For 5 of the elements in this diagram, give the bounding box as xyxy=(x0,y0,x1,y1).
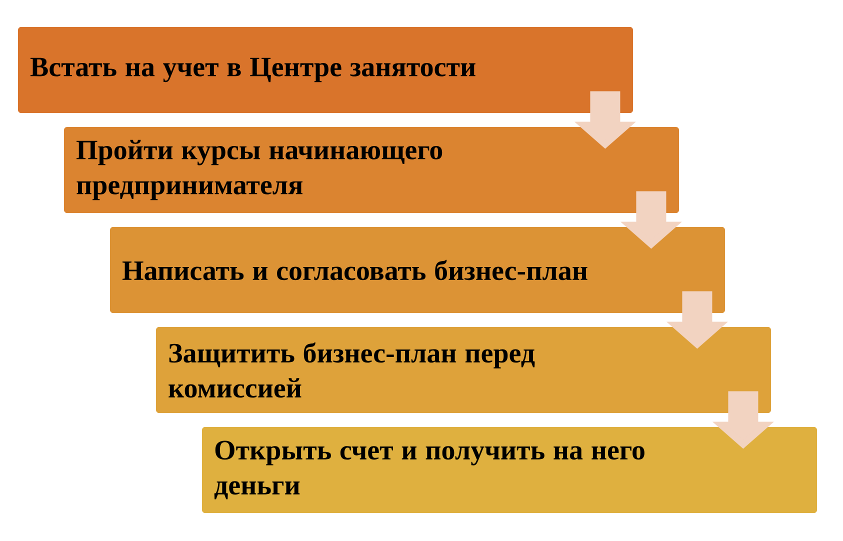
step-box: Написать и согласовать бизнес-план xyxy=(110,227,725,313)
step-box: Открыть счет и получить на него деньги xyxy=(202,427,817,513)
step-box: Пройти курсы начинающего предпринимателя xyxy=(64,127,679,213)
step-box: Защитить бизнес-план перед комиссией xyxy=(156,327,771,413)
step-box: Встать на учет в Центре занятости xyxy=(18,27,633,113)
